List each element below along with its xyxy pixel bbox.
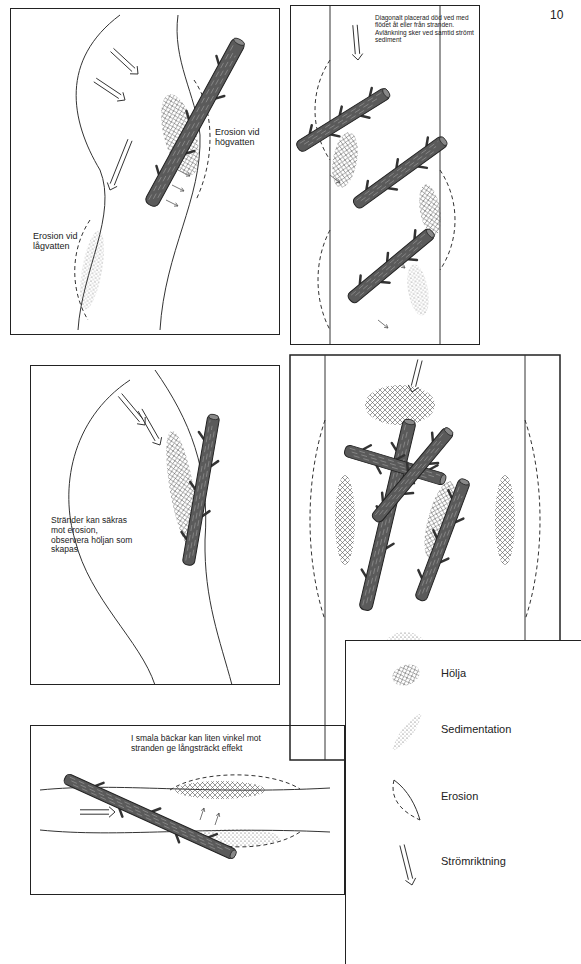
dead-wood-log xyxy=(366,422,460,528)
legend-text: Erosion xyxy=(441,790,478,802)
flow-arrow xyxy=(94,78,125,101)
bank-line xyxy=(76,15,120,330)
pool-area xyxy=(495,475,515,565)
legend-text: Strömriktning xyxy=(441,855,506,867)
panel-note: Erosion vid lågvatten xyxy=(33,231,85,252)
flow-arrow xyxy=(80,807,115,818)
dead-wood-log xyxy=(342,222,440,309)
dead-wood-log xyxy=(409,475,477,604)
deflection-arrow xyxy=(200,808,205,820)
dead-wood-log xyxy=(348,130,452,215)
flow-arrow xyxy=(111,48,138,74)
legend-sample xyxy=(386,653,426,701)
deflection-arrow xyxy=(172,185,184,191)
legend-sample xyxy=(386,709,426,757)
legend-panel: HöljaSedimentationErosionStrömriktning xyxy=(345,640,581,964)
erosion-line xyxy=(310,420,325,620)
legend-sample xyxy=(386,841,426,889)
legend-row: Hölja xyxy=(346,653,581,703)
deflection-arrow xyxy=(178,170,190,176)
legend-text: Hölja xyxy=(441,667,466,679)
pool-area xyxy=(365,385,435,425)
deflection-arrow xyxy=(330,175,340,183)
dead-wood-log xyxy=(176,412,226,567)
deflection-arrow xyxy=(378,320,388,328)
deflection-arrow xyxy=(215,813,220,825)
deflection-arrow xyxy=(395,260,405,268)
dead-wood-log xyxy=(139,33,252,211)
sediment-area xyxy=(75,229,109,311)
page-number: 10 xyxy=(550,8,563,22)
pool-area xyxy=(335,475,355,565)
legend-text: Sedimentation xyxy=(441,723,511,735)
dead-wood-log xyxy=(292,82,395,159)
panel-note: Diagonalt placerad död ved med flödet åt… xyxy=(375,14,475,44)
bank-line xyxy=(325,355,326,760)
bank-line xyxy=(155,370,232,685)
figure-panel: Erosion vid högvattenErosion vid lågvatt… xyxy=(10,8,280,335)
flow-arrow xyxy=(400,844,416,885)
legend-row: Erosion xyxy=(346,776,581,826)
legend-row: Strömriktning xyxy=(346,841,581,891)
dead-wood-log xyxy=(60,768,240,866)
panel-note: Stränder kan säkras mot erosion, observe… xyxy=(51,516,133,555)
erosion-line xyxy=(525,420,540,620)
legend-row: Sedimentation xyxy=(346,709,581,759)
flow-arrow xyxy=(107,139,132,190)
figure-panel: Stränder kan säkras mot erosion, observe… xyxy=(30,365,280,685)
legend-sample xyxy=(386,776,426,824)
flow-arrow xyxy=(352,25,363,60)
erosion-line xyxy=(315,60,330,160)
erosion-line xyxy=(440,170,455,270)
sediment-area xyxy=(404,263,433,318)
pool-area xyxy=(175,781,265,799)
panel-note: I smala bäckar kan liten vinkel mot stra… xyxy=(131,734,261,754)
erosion-line xyxy=(170,775,300,790)
flow-arrow xyxy=(408,359,422,392)
flow-arrow xyxy=(138,409,162,445)
panel-note: Erosion vid högvatten xyxy=(215,127,273,148)
erosion-line xyxy=(318,230,330,330)
flow-arrow xyxy=(118,394,145,425)
figure-panel: I smala bäckar kan liten vinkel mot stra… xyxy=(30,725,345,895)
deflection-arrow xyxy=(166,200,178,206)
pool-area xyxy=(328,130,361,189)
figure-panel: Diagonalt placerad död ved med flödet åt… xyxy=(290,5,480,345)
bank-line xyxy=(440,5,441,345)
